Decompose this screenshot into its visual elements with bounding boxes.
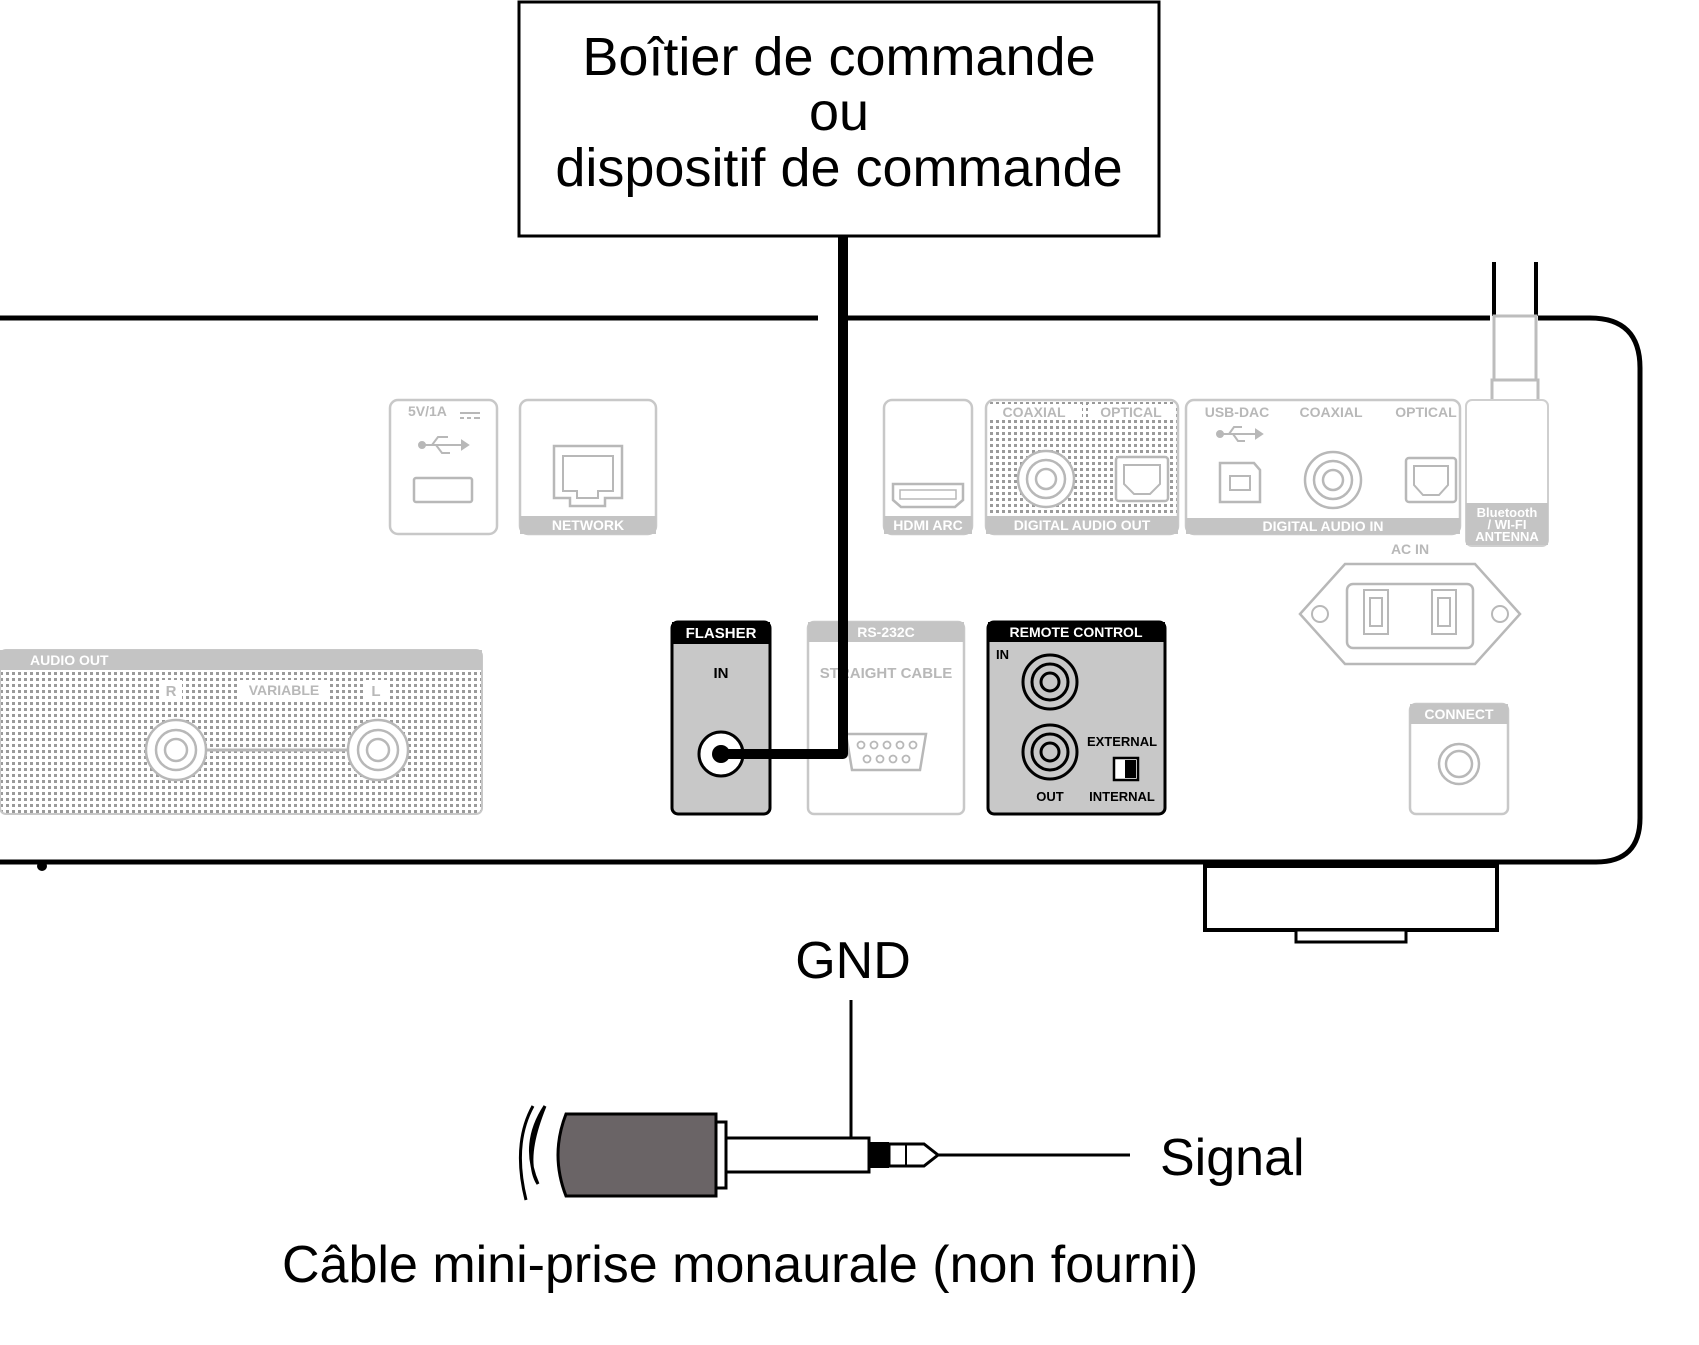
usb-icon <box>418 436 470 454</box>
digital-audio-out: COAXIAL OPTICAL DIGITAL AUDIO OUT <box>984 398 1180 536</box>
hdmi-label: HDMI ARC <box>893 517 962 533</box>
antenna: Bluetooth / WI-FI ANTENNA <box>1465 262 1549 547</box>
control-box: Boîtier de commande ou dispositif de com… <box>517 0 1161 238</box>
rs232c-port: RS-232C STRAIGHT CABLE <box>806 620 966 816</box>
flasher-in-port: FLASHER IN <box>670 620 772 816</box>
hdmi-port: HDMI ARC <box>882 398 974 536</box>
digital-out-optical-jack <box>1114 455 1170 503</box>
flasher-title: FLASHER <box>686 625 757 642</box>
audio-out-r-jack <box>144 718 208 782</box>
control-box-line1: Boîtier de commande <box>582 27 1095 87</box>
remote-external-label: EXTERNAL <box>1087 734 1157 749</box>
remote-in-label: IN <box>996 647 1009 662</box>
digital-out-coax-jack <box>1016 449 1076 509</box>
remote-out-jack <box>1021 723 1079 781</box>
ac-in-label: AC IN <box>1391 541 1429 557</box>
ac-inlet: AC IN <box>1298 541 1522 666</box>
digital-in-coax-jack <box>1303 450 1363 510</box>
cable-caption: Câble mini-prise monaurale (non fourni) <box>282 1236 1198 1294</box>
audio-out-r: R <box>166 683 177 700</box>
remote-switch <box>1112 756 1140 782</box>
digital-out-optical: OPTICAL <box>1100 404 1162 420</box>
digital-in-coaxial: COAXIAL <box>1300 404 1363 420</box>
remote-control-port: REMOTE CONTROL IN OUT EXTERNAL INTERNAL <box>986 620 1167 816</box>
rs232c-title: RS-232C <box>857 624 915 640</box>
audio-out-title: AUDIO OUT <box>30 652 109 668</box>
gnd-label: GND <box>795 932 911 990</box>
remote-internal-label: INTERNAL <box>1089 789 1155 804</box>
usb-dac-icon <box>1216 426 1264 442</box>
remote-title: REMOTE CONTROL <box>1010 624 1143 640</box>
mono-mini-plug <box>518 1000 1130 1201</box>
digital-out-title: DIGITAL AUDIO OUT <box>1014 517 1151 533</box>
digital-out-coaxial: COAXIAL <box>1003 404 1066 420</box>
flasher-in-label: IN <box>714 665 729 682</box>
rs232c-sub: STRAIGHT CABLE <box>820 665 953 682</box>
usb-rating: 5V/1A <box>408 403 447 419</box>
digital-in-optical: OPTICAL <box>1395 404 1457 420</box>
remote-out-label: OUT <box>1036 789 1064 804</box>
control-box-line3: dispositif de commande <box>555 138 1122 198</box>
antenna-label-3: ANTENNA <box>1475 529 1539 544</box>
network-label: NETWORK <box>552 517 624 533</box>
connection-cable <box>721 236 848 759</box>
usb-b-jack <box>1218 461 1262 504</box>
connect-label: CONNECT <box>1424 706 1494 722</box>
audio-out-variable: VARIABLE <box>249 682 320 698</box>
remote-in-jack <box>1021 653 1079 711</box>
control-box-line2: ou <box>809 82 869 142</box>
connect-button: CONNECT <box>1408 702 1510 816</box>
digital-in-title: DIGITAL AUDIO IN <box>1262 518 1383 534</box>
digital-in-optical-jack <box>1404 456 1458 504</box>
usb-port: 5V/1A <box>388 398 499 536</box>
device-chassis <box>0 315 1643 944</box>
antenna-label-1: Bluetooth <box>1477 505 1538 520</box>
audio-out-l: L <box>371 683 380 700</box>
plug-cable <box>556 1112 718 1198</box>
network-port: NETWORK <box>518 398 658 536</box>
digital-audio-in: USB-DAC COAXIAL OPTICAL DIGITAL AUDIO IN <box>1184 398 1462 536</box>
device-foot <box>1203 864 1499 932</box>
antenna-label-2: / WI-FI <box>1488 517 1527 532</box>
digital-in-usb-dac: USB-DAC <box>1205 404 1270 420</box>
audio-out-l-jack <box>346 718 410 782</box>
audio-out: AUDIO OUT R VARIABLE L <box>0 649 483 815</box>
signal-label: Signal <box>1160 1129 1305 1187</box>
